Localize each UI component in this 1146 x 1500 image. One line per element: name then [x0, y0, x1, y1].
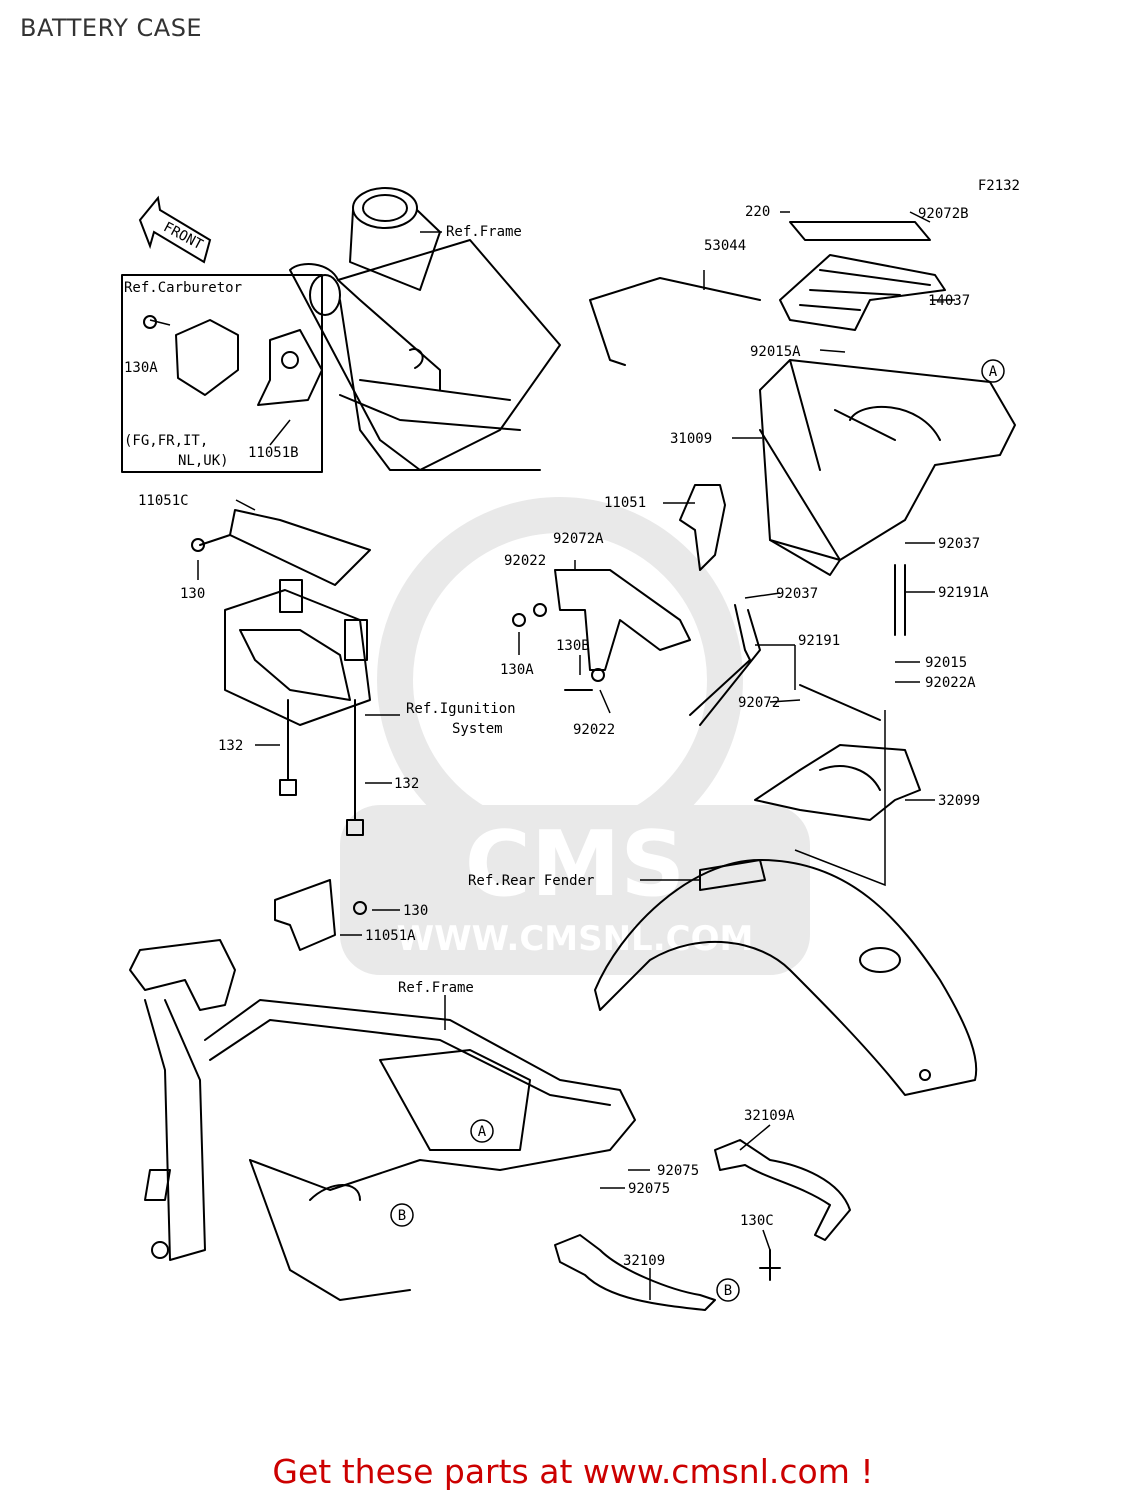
callout-ref-ignition-2: System: [452, 721, 503, 737]
part-callouts: F2132 Ref.Frame Ref.Carburetor 130A (FG,…: [124, 178, 1020, 1302]
callout-130-lower: 130: [403, 903, 428, 919]
callout-92037-right: 92037: [938, 536, 980, 552]
callout-130-left: 130: [180, 586, 205, 602]
callout-92072B: 92072B: [918, 206, 969, 222]
callout-11051A: 11051A: [365, 928, 416, 944]
callout-92191A: 92191A: [938, 585, 989, 601]
callout-92191: 92191: [798, 633, 840, 649]
figure-code: F2132: [978, 178, 1020, 194]
callout-220: 220: [745, 204, 770, 220]
watermark-url-text: WWW.CMSNL.COM: [397, 919, 754, 959]
svg-text:B: B: [398, 1208, 406, 1224]
circle-marker-A-top: A: [981, 359, 1005, 383]
callout-32109A: 32109A: [744, 1108, 795, 1124]
callout-132-right: 132: [394, 776, 419, 792]
parts-linework: [121, 187, 1016, 1311]
callout-31009: 31009: [670, 431, 712, 447]
callout-ref-frame-top: Ref.Frame: [446, 224, 522, 240]
callout-ref-carburetor: Ref.Carburetor: [124, 280, 242, 296]
circle-marker-B-left: B: [390, 1203, 414, 1227]
callout-92037-mid: 92037: [776, 586, 818, 602]
watermark-logo-text: CMS: [465, 812, 685, 917]
circle-marker-B-right: B: [716, 1278, 740, 1302]
cms-watermark: CMS WWW.CMSNL.COM: [340, 497, 810, 975]
callout-ref-ignition-1: Ref.Igunition: [406, 701, 516, 717]
footer-shop-link[interactable]: Get these parts at www.cmsnl.com !: [272, 1452, 874, 1491]
svg-text:B: B: [724, 1283, 732, 1299]
callout-14037: 14037: [928, 293, 970, 309]
callout-countries-2: NL,UK): [178, 453, 229, 469]
callout-92072A: 92072A: [553, 531, 604, 547]
callout-11051C: 11051C: [138, 493, 189, 509]
callout-countries-1: (FG,FR,IT,: [124, 433, 208, 449]
callout-92022A: 92022A: [925, 675, 976, 691]
callout-11051B: 11051B: [248, 445, 299, 461]
callout-ref-rear-fender: Ref.Rear Fender: [468, 873, 594, 889]
front-arrow-icon: FRONT: [138, 195, 212, 264]
svg-text:A: A: [989, 364, 998, 380]
callout-92072: 92072: [738, 695, 780, 711]
callout-130A-left: 130A: [124, 360, 158, 376]
callout-130B: 130B: [556, 638, 590, 654]
callout-92015: 92015: [925, 655, 967, 671]
exploded-parts-diagram: CMS WWW.CMSNL.COM FRONT: [121, 178, 1020, 1311]
callout-92022-bottom: 92022: [573, 722, 615, 738]
callout-32099: 32099: [938, 793, 980, 809]
callout-92075-1: 92075: [657, 1163, 699, 1179]
callout-130C: 130C: [740, 1213, 774, 1229]
leader-lines: [149, 211, 955, 1300]
callout-ref-frame-bottom: Ref.Frame: [398, 980, 474, 996]
circle-marker-A-bottom: A: [470, 1119, 494, 1143]
callout-11051: 11051: [604, 495, 646, 511]
callout-53044: 53044: [704, 238, 746, 254]
svg-text:A: A: [478, 1124, 487, 1140]
callout-32109: 32109: [623, 1253, 665, 1269]
callout-92015A: 92015A: [750, 344, 801, 360]
page-title: BATTERY CASE: [20, 14, 203, 42]
callout-132-left: 132: [218, 738, 243, 754]
callout-92022-top: 92022: [504, 553, 546, 569]
callout-130A-mid: 130A: [500, 662, 534, 678]
callout-92075-2: 92075: [628, 1181, 670, 1197]
